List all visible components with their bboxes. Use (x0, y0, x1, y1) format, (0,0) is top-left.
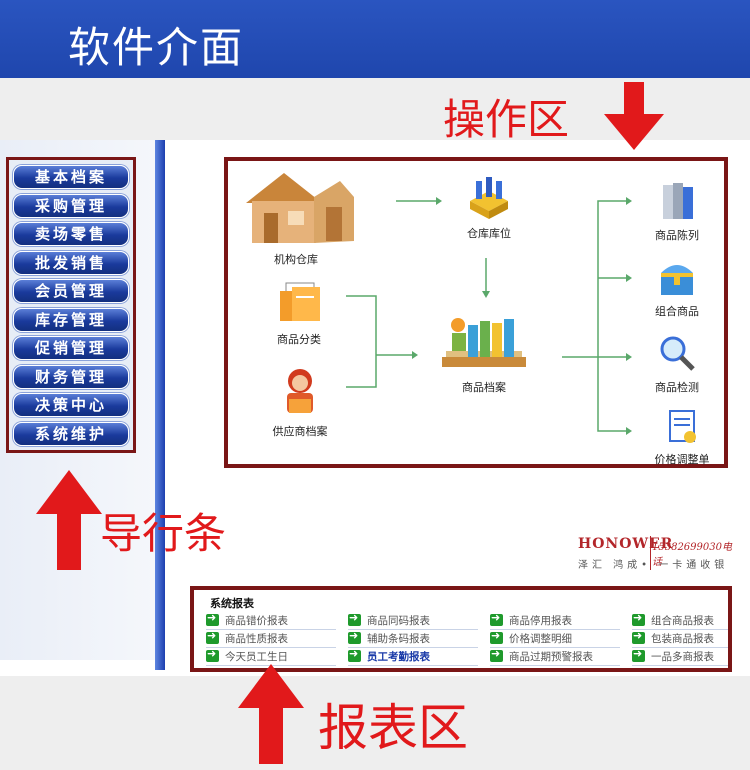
bottom-band (0, 676, 750, 770)
arrow-right-icon (206, 611, 219, 626)
nav-item-finance[interactable]: 财务管理 (13, 364, 129, 389)
magnifier-icon (660, 336, 695, 371)
report-link[interactable]: 商品错价报表 (206, 611, 336, 630)
nav-item-promotion[interactable]: 促销管理 (13, 336, 129, 360)
nav-item-inventory[interactable]: 库存管理 (13, 307, 129, 332)
node-category[interactable]: 商品分类 (264, 277, 334, 347)
flow-connectors (346, 197, 632, 435)
blue-divider (155, 140, 165, 670)
display-icon (663, 183, 693, 219)
node-supplier[interactable]: 供应商档案 (260, 365, 340, 439)
report-link[interactable]: 商品同码报表 (348, 611, 478, 630)
callout-report-area: 报表区 (318, 699, 468, 757)
report-link[interactable]: 辅助条码报表 (348, 629, 478, 648)
nav-item-decision[interactable]: 决策中心 (13, 393, 129, 417)
arrow-right-icon (348, 629, 361, 644)
node-label-display: 商品陈列 (655, 229, 699, 242)
callout-nav-bar: 导行条 (100, 509, 227, 558)
shelf-icon (470, 177, 508, 219)
operation-area: 机构仓库 仓库库位 商品分类 供应商档案 (224, 157, 728, 468)
nav-item-retail[interactable]: 卖场零售 (13, 222, 129, 246)
report-link[interactable]: 商品过期预警报表 (490, 647, 620, 666)
node-label-inspect: 商品检测 (655, 381, 699, 394)
price-sheet-icon (669, 410, 696, 443)
report-link[interactable]: 商品性质报表 (206, 629, 336, 648)
brand-phone: 15382699030电话 (652, 542, 732, 568)
nav-bar: 基本档案 采购管理 卖场零售 批发销售 会员管理 库存管理 促销管理 财务管理 … (6, 157, 136, 453)
arrow-right-icon (490, 647, 503, 662)
node-label-price: 价格调整单 (654, 453, 710, 466)
report-link[interactable]: 员工考勤报表 (348, 647, 478, 666)
node-location[interactable]: 仓库库位 (454, 171, 524, 241)
warehouse-icon (246, 173, 354, 243)
arrow-right-icon (632, 647, 645, 662)
arrow-right-icon (632, 629, 645, 644)
node-price[interactable]: 价格调整单 (642, 407, 722, 467)
arrow-right-icon (490, 611, 503, 626)
brand-divider (650, 536, 651, 570)
nav-item-system[interactable]: 系统维护 (13, 421, 129, 446)
report-link[interactable]: 包装商品报表 (632, 629, 728, 648)
nav-item-purchase[interactable]: 采购管理 (13, 193, 129, 218)
treasure-box-icon (661, 265, 693, 295)
arrow-right-icon (632, 611, 645, 626)
node-inspect[interactable]: 商品检测 (642, 331, 712, 395)
nav-list: 基本档案 采购管理 卖场零售 批发销售 会员管理 库存管理 促销管理 财务管理 … (13, 165, 129, 450)
node-archive[interactable]: 商品档案 (434, 311, 534, 395)
report-link[interactable]: 商品停用报表 (490, 611, 620, 630)
nav-item-member[interactable]: 会员管理 (13, 279, 129, 303)
node-label-archive: 商品档案 (462, 381, 506, 394)
title-bar: 软件介面 (0, 0, 750, 78)
node-combo[interactable]: 组合商品 (642, 255, 712, 319)
supplier-icon (287, 369, 313, 413)
brand-slogan: 泽汇 鸿成• 一卡通收银 (578, 560, 729, 571)
node-label-location: 仓库库位 (467, 227, 511, 240)
archive-binders-icon (442, 318, 526, 367)
report-link[interactable]: 组合商品报表 (632, 611, 728, 630)
arrow-right-icon (348, 611, 361, 626)
report-link[interactable]: 一品多商报表 (632, 647, 728, 666)
arrow-up-icon (238, 664, 304, 764)
node-display[interactable]: 商品陈列 (642, 179, 712, 243)
node-label-supplier: 供应商档案 (272, 425, 328, 438)
arrow-right-icon (206, 629, 219, 644)
node-label-warehouse: 机构仓库 (274, 253, 318, 266)
arrow-right-icon (490, 629, 503, 644)
page-title: 软件介面 (68, 23, 245, 72)
nav-item-basic-archive[interactable]: 基本档案 (13, 165, 129, 189)
callout-operation-area: 操作区 (443, 95, 570, 144)
report-area: 系统报表 商品错价报表 商品同码报表 商品停用报表 组合商品报表 商品性质报表 … (190, 586, 732, 672)
arrow-up-icon (36, 470, 102, 570)
folder-icon (280, 282, 320, 321)
arrow-right-icon (348, 647, 361, 662)
report-link[interactable]: 价格调整明细 (490, 629, 620, 648)
arrow-right-icon (206, 647, 219, 662)
brand-logo: HONOWER 15382699030电话 泽汇 鸿成• 一卡通收银 (578, 536, 738, 576)
node-label-combo: 组合商品 (655, 305, 699, 318)
nav-item-wholesale[interactable]: 批发销售 (13, 250, 129, 275)
node-label-category: 商品分类 (277, 333, 321, 346)
report-title: 系统报表 (210, 597, 254, 610)
brand-name: HONOWER (578, 536, 674, 552)
node-warehouse[interactable]: 机构仓库 (236, 167, 356, 267)
arrow-down-icon (604, 82, 664, 150)
